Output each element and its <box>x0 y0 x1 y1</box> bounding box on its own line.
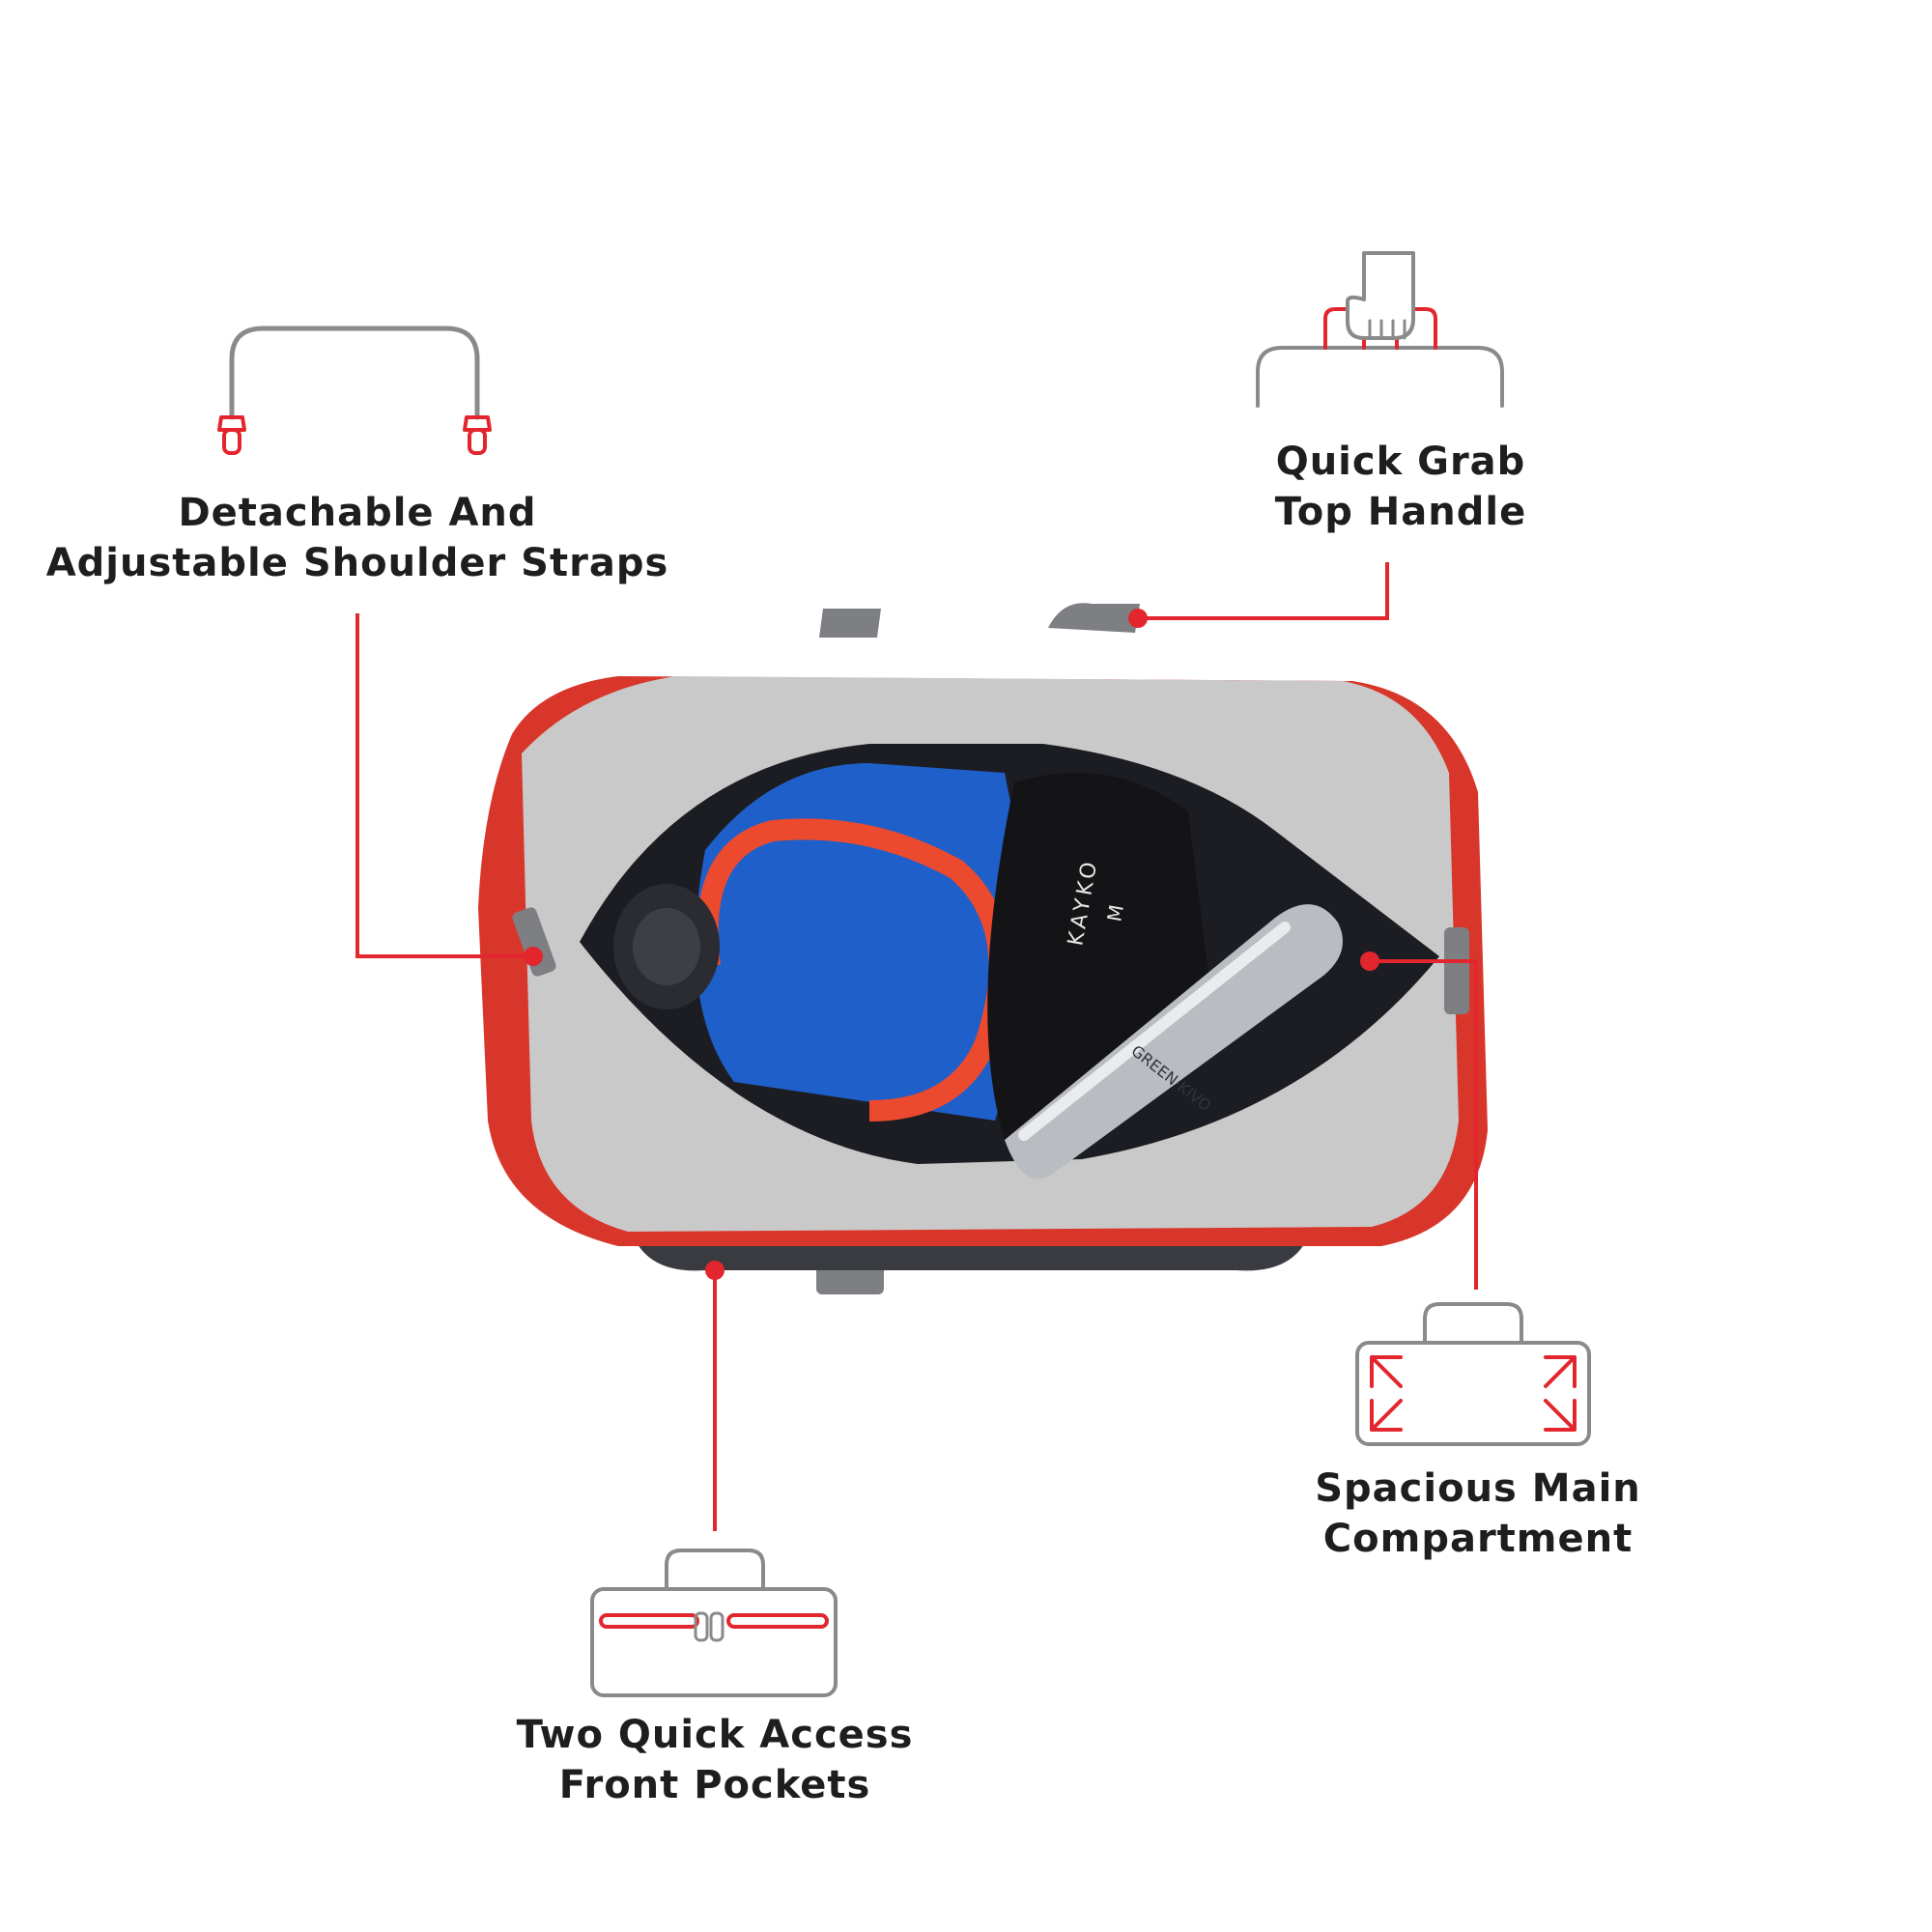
shirt-size-text: M <box>1102 903 1128 923</box>
feature-label-compartment-line2: Compartment <box>1322 1517 1634 1561</box>
feature-label-handle: Quick Grab Top Handle <box>1208 437 1594 537</box>
callout-dots <box>524 609 1379 1280</box>
expand-bag-icon <box>1355 1302 1591 1446</box>
feature-label-compartment: Spacious Main Compartment <box>1285 1463 1671 1564</box>
duffel-bag: KAYKO M GREEN·KIVO <box>478 603 1488 1294</box>
feature-label-straps-line2: Adjustable Shoulder Straps <box>45 541 669 585</box>
callout-lines <box>355 562 1478 1531</box>
steel-bottle: GREEN·KIVO <box>1005 904 1343 1179</box>
feature-label-compartment-line1: Spacious Main <box>1315 1466 1641 1511</box>
feature-label-pockets-line2: Front Pockets <box>558 1763 871 1807</box>
callout-line-handle <box>1138 562 1389 620</box>
front-pocket-bag-icon <box>590 1548 838 1697</box>
shoulder-strap-icon <box>217 326 492 455</box>
feature-label-straps: Detachable And Adjustable Shoulder Strap… <box>39 488 676 588</box>
feature-label-pockets-line1: Two Quick Access <box>516 1713 914 1757</box>
headphones <box>613 818 1010 1122</box>
feature-label-pockets: Two Quick Access Front Pockets <box>502 1710 927 1810</box>
callout-line-compartment <box>1370 959 1478 1290</box>
callout-line-straps <box>355 613 533 958</box>
hand-grab-handle-icon <box>1256 251 1504 408</box>
feature-label-handle-line1: Quick Grab <box>1275 440 1526 484</box>
feature-label-handle-line2: Top Handle <box>1274 490 1527 534</box>
feature-label-straps-line1: Detachable And <box>178 491 537 535</box>
